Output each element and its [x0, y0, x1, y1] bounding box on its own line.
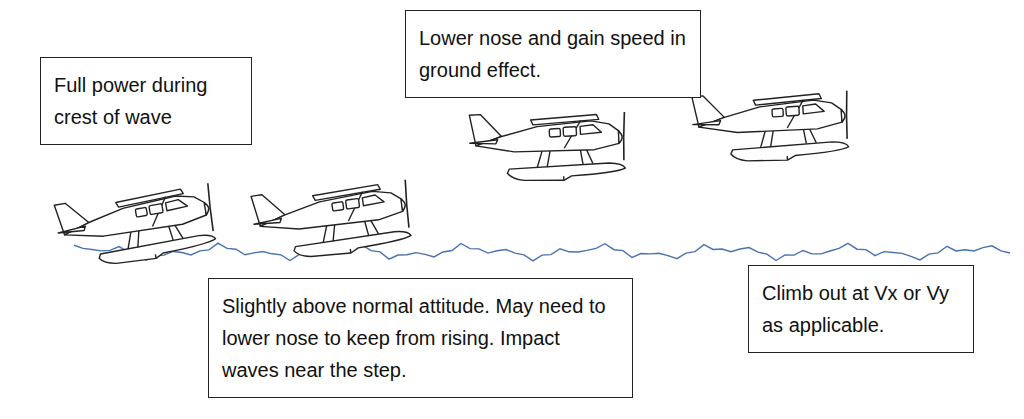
note-text: Full power during crest of wave	[54, 69, 238, 133]
seaplane	[691, 86, 852, 167]
note-text: Lower nose and gain speed in ground effe…	[419, 22, 687, 86]
note-text: Slightly above normal attitude. May need…	[222, 290, 619, 386]
note-box: Climb out at Vx or Vy as applicable.	[748, 265, 974, 353]
note-box: Lower nose and gain speed in ground effe…	[405, 10, 701, 98]
note-text: Climb out at Vx or Vy as applicable.	[762, 277, 960, 341]
water-surface	[74, 243, 1010, 261]
note-box: Slightly above normal attitude. May need…	[208, 278, 633, 398]
seaplane	[53, 178, 219, 274]
seaplane	[250, 175, 414, 266]
note-box: Full power during crest of wave	[40, 57, 252, 145]
seaplane	[468, 107, 627, 185]
